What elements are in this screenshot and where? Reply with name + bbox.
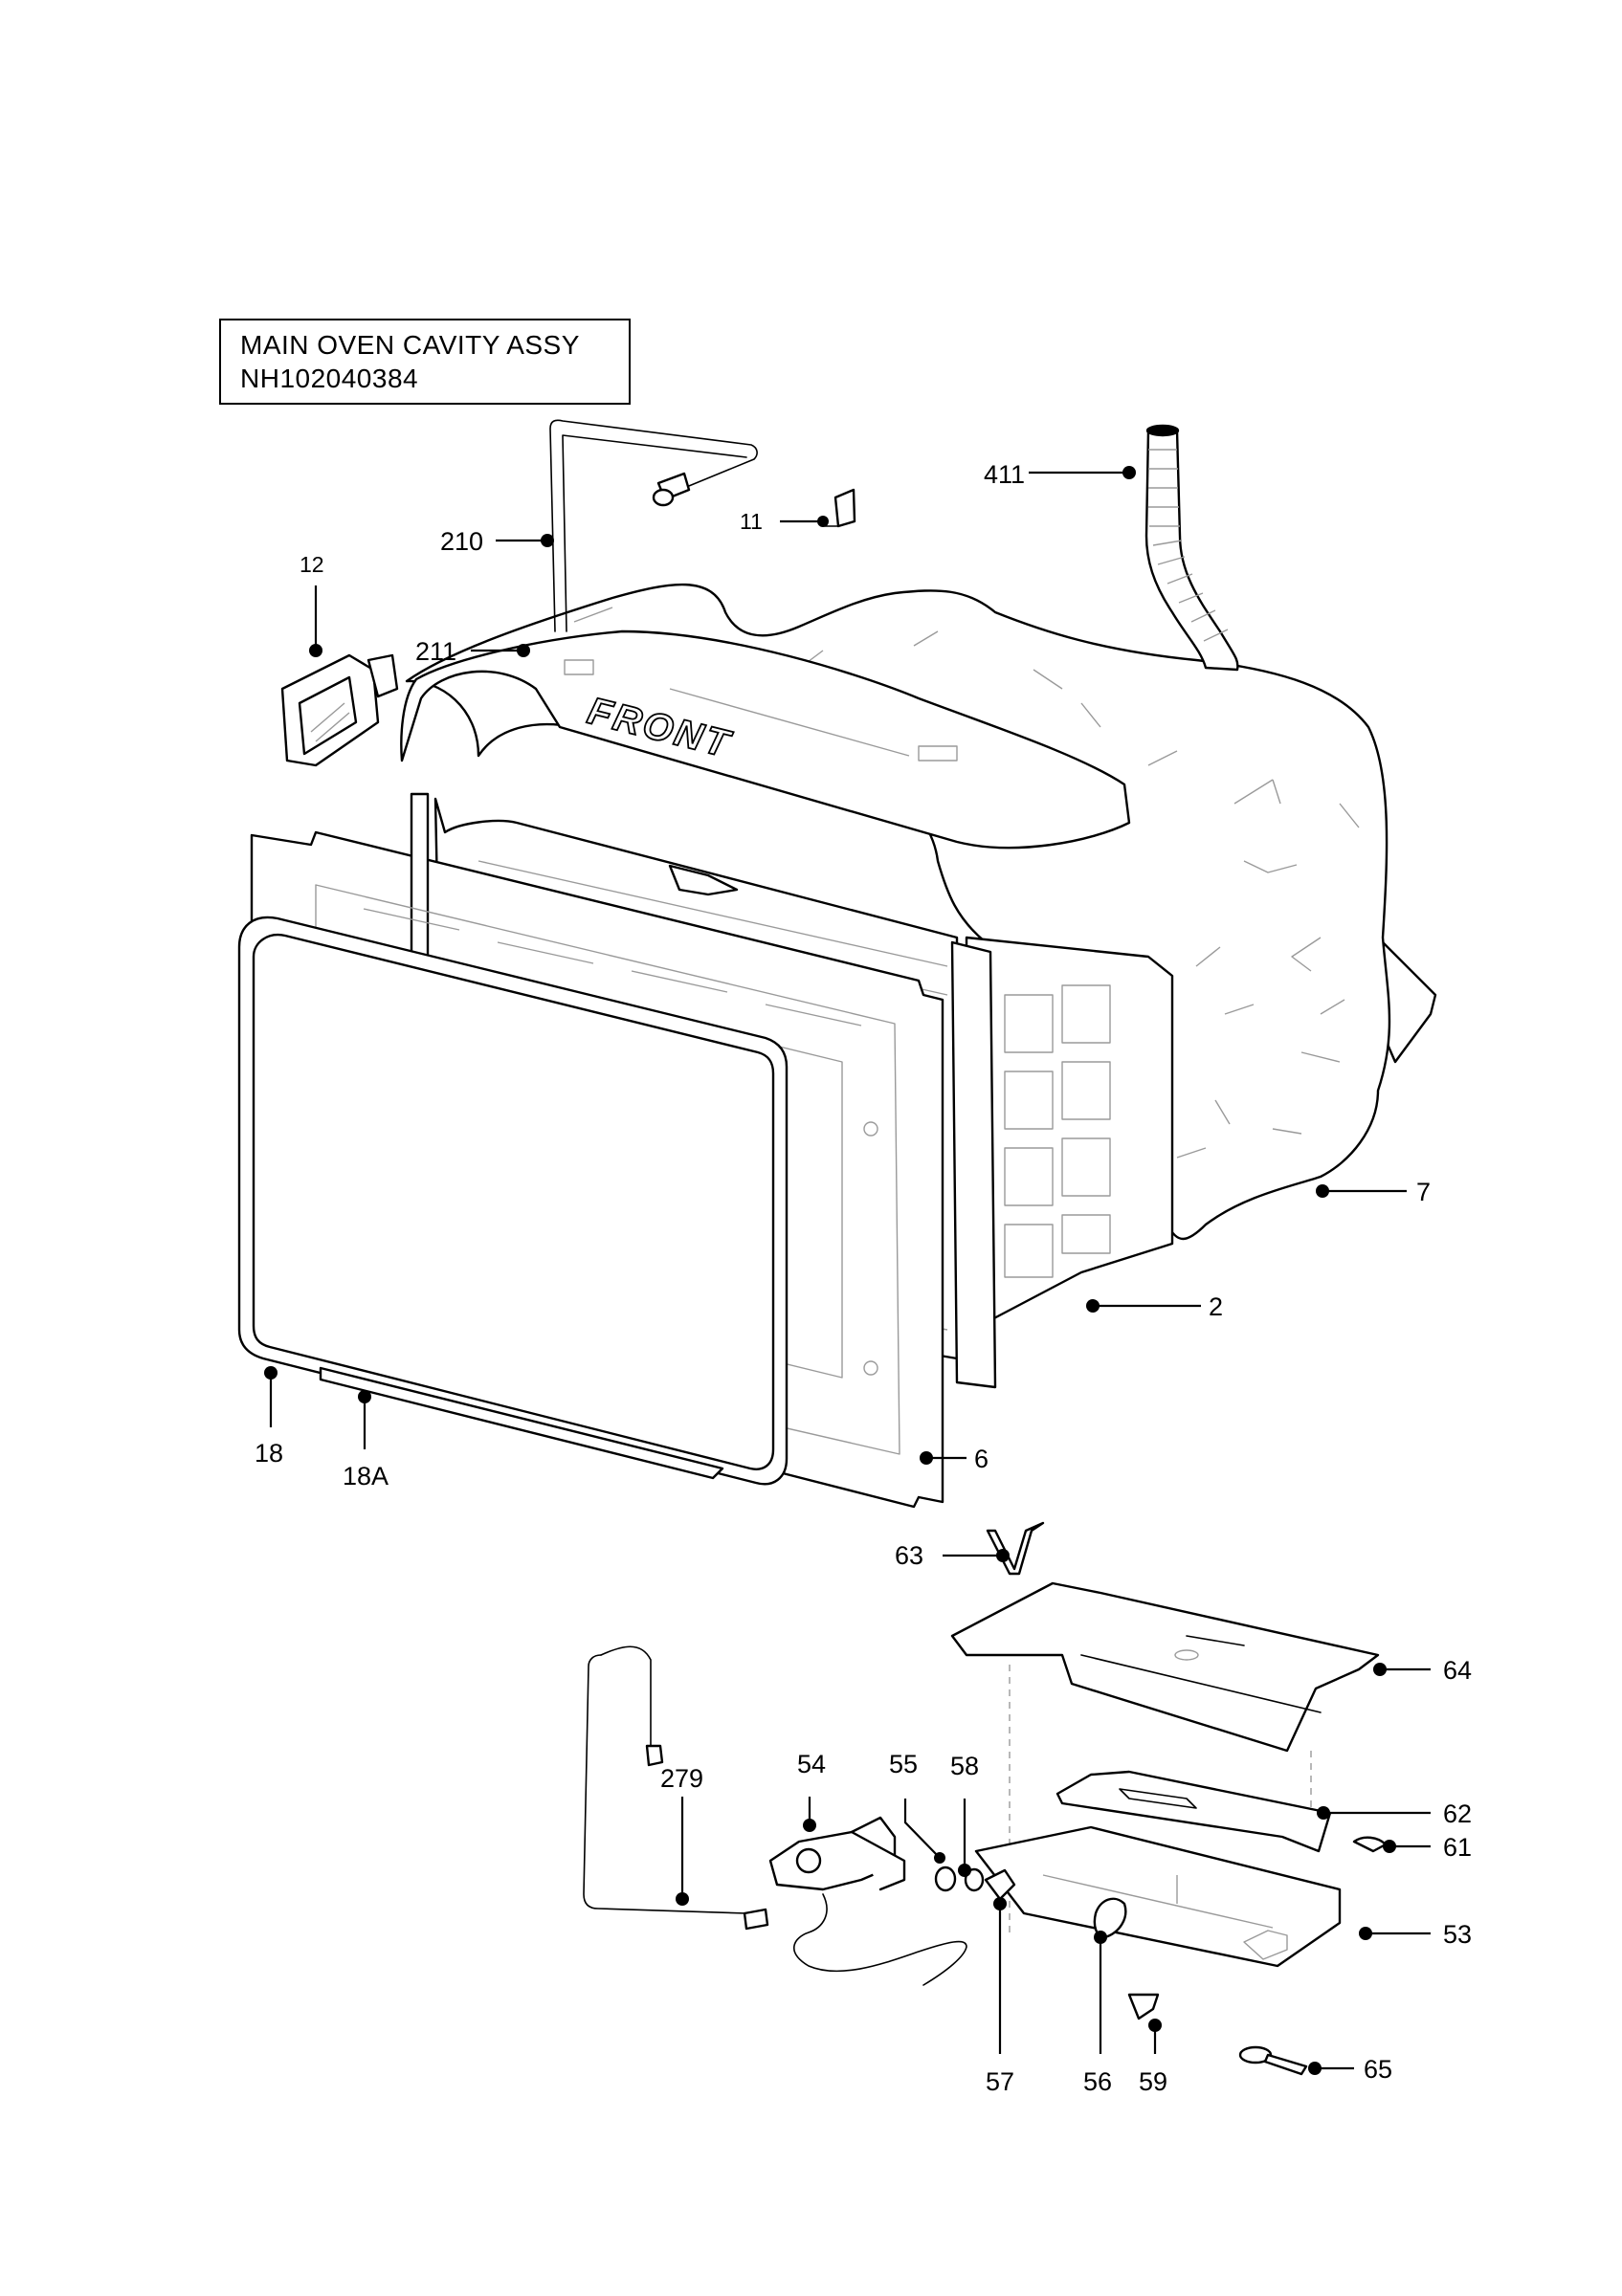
- part-base-tray: [974, 1825, 1342, 1968]
- callout-63: 63: [895, 1541, 923, 1570]
- part-screw-65: [1238, 2045, 1308, 2076]
- callout-210: 210: [440, 527, 483, 556]
- callout-59: 59: [1139, 2067, 1167, 2096]
- assembly-part-number: NH102040384: [240, 364, 419, 393]
- assembly-title: MAIN OVEN CAVITY ASSY: [240, 330, 580, 360]
- callout-411: 411: [984, 460, 1025, 489]
- callout-62: 62: [1443, 1799, 1472, 1828]
- part-knob-56: [1093, 1897, 1127, 1939]
- callout-211: 211: [415, 637, 456, 666]
- part-valve-fitting-57: [984, 1868, 1016, 1901]
- part-cover-plate: [1055, 1770, 1332, 1853]
- callout-53: 53: [1443, 1920, 1472, 1949]
- part-temperature-probe-wire: [549, 419, 758, 632]
- part-thermocouple: [583, 1645, 769, 1931]
- part-small-clip-61: [1352, 1836, 1388, 1853]
- part-oven-lamp: [280, 653, 399, 767]
- callout-2: 2: [1209, 1292, 1223, 1321]
- callout-61: 61: [1443, 1833, 1472, 1862]
- part-small-bracket-59: [1127, 1993, 1160, 2020]
- callout-18A: 18A: [343, 1462, 389, 1490]
- assembly-title-box: MAIN OVEN CAVITY ASSY NH102040384: [219, 319, 631, 405]
- callout-6: 6: [974, 1445, 989, 1473]
- part-flex-duct: [1144, 424, 1239, 672]
- callout-7: 7: [1416, 1178, 1431, 1206]
- callout-54: 54: [797, 1750, 826, 1778]
- callout-11: 11: [740, 509, 763, 534]
- callout-leaders: [264, 466, 1431, 2075]
- part-upper-bracket: [950, 1581, 1380, 1932]
- part-gas-valve: [768, 1816, 967, 1986]
- part-v-clip: [986, 1521, 1045, 1576]
- callout-56: 56: [1083, 2067, 1112, 2096]
- part-door-seal-strip: [319, 1366, 724, 1480]
- callout-labels: 411 11 210 12 211 7 2 18 18A 6 63 64 279…: [255, 460, 1472, 2096]
- callout-12: 12: [300, 552, 324, 577]
- part-valve-fitting-55: [934, 1866, 957, 1892]
- part-valve-fitting-58: [964, 1867, 985, 1892]
- part-door-seal: [237, 916, 789, 1486]
- callout-18: 18: [255, 1439, 283, 1468]
- callout-57: 57: [986, 2067, 1014, 2096]
- callout-58: 58: [950, 1752, 979, 1780]
- callout-64: 64: [1443, 1656, 1472, 1685]
- callout-279: 279: [660, 1764, 703, 1793]
- callout-55: 55: [889, 1750, 918, 1778]
- callout-65: 65: [1364, 2055, 1392, 2084]
- part-clip: [824, 488, 856, 528]
